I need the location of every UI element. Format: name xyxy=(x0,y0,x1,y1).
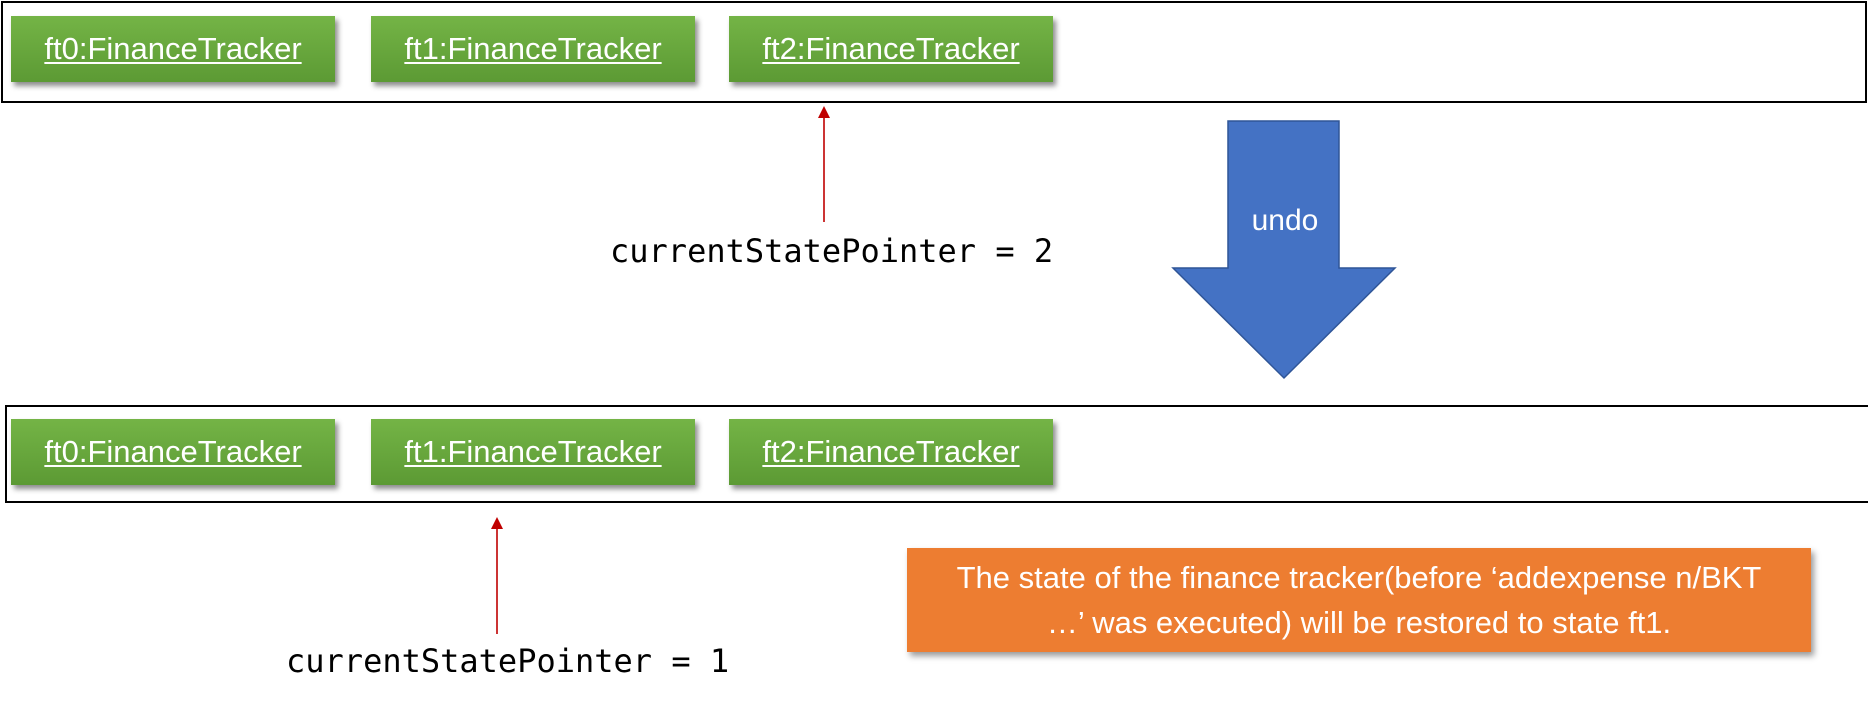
pointer-arrow-before xyxy=(818,106,830,222)
state-box-ft1-after: ft1:FinanceTracker xyxy=(371,419,695,485)
current-state-pointer-label-after: currentStatePointer = 1 xyxy=(286,642,730,680)
pointer-arrow-after xyxy=(491,517,503,634)
state-box-ft2-after: ft2:FinanceTracker xyxy=(729,419,1053,485)
state-box-ft2-before: ft2:FinanceTracker xyxy=(729,16,1053,82)
undo-label: undo xyxy=(1251,204,1319,237)
state-box-ft0-after: ft0:FinanceTracker xyxy=(11,419,335,485)
restore-note: The state of the finance tracker(before … xyxy=(907,548,1811,652)
state-box-ft0-before: ft0:FinanceTracker xyxy=(11,16,335,82)
restore-note-text: The state of the finance tracker(before … xyxy=(956,560,1762,640)
state-box-ft1-before: ft1:FinanceTracker xyxy=(371,16,695,82)
undo-arrow xyxy=(1171,120,1397,380)
current-state-pointer-label-before: currentStatePointer = 2 xyxy=(610,232,1054,270)
